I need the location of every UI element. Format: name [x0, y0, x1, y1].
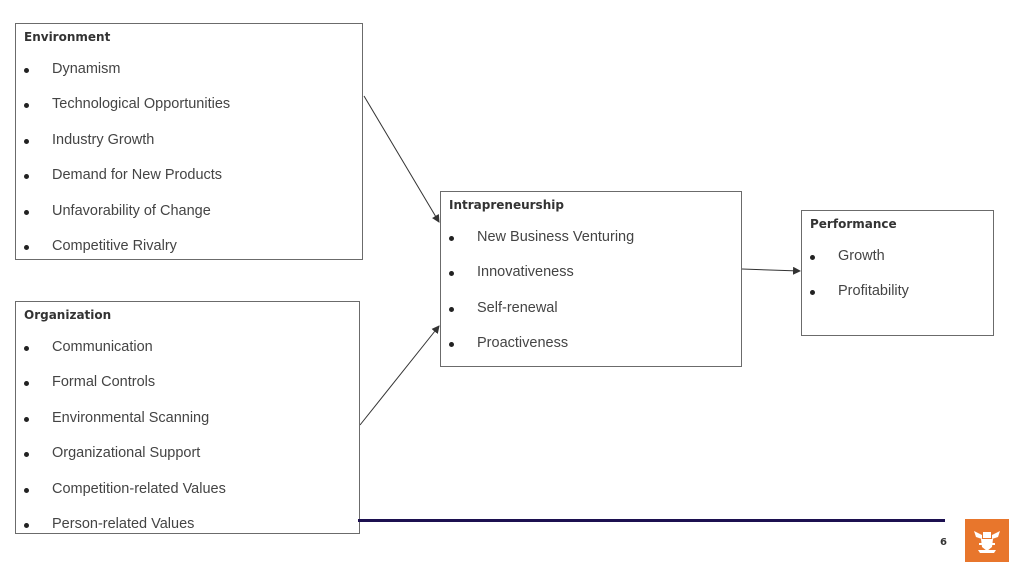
performance-title: Performance: [810, 217, 897, 231]
bullet-icon: [24, 488, 29, 493]
list-item-label: Proactiveness: [477, 335, 569, 351]
list-item: Proactiveness: [441, 334, 741, 356]
bullet-icon: [810, 290, 815, 295]
list-item: Growth: [802, 247, 993, 269]
intrapreneurship-box: Intrapreneurship New Business Venturing …: [440, 191, 742, 367]
footer-rule: [358, 519, 945, 522]
list-item-label: Dynamism: [52, 61, 121, 77]
list-item-label: Person-related Values: [52, 516, 195, 532]
list-item: Environmental Scanning: [16, 409, 359, 431]
bullet-icon: [449, 271, 454, 276]
organization-box: Organization Communication Formal Contro…: [15, 301, 360, 534]
bullet-icon: [24, 210, 29, 215]
list-item-label: Formal Controls: [52, 374, 156, 390]
list-item: Competitive Rivalry: [16, 237, 362, 259]
crest-graphic: [974, 531, 1000, 553]
list-item: Dynamism: [16, 60, 362, 82]
list-item: Organizational Support: [16, 444, 359, 466]
list-item-label: New Business Venturing: [477, 229, 635, 245]
list-item: Communication: [16, 338, 359, 360]
bullet-icon: [449, 342, 454, 347]
environment-title: Environment: [24, 30, 111, 44]
list-item-label: Growth: [838, 248, 885, 264]
list-item: Technological Opportunities: [16, 95, 362, 117]
list-item-label: Technological Opportunities: [52, 96, 231, 112]
list-item: Formal Controls: [16, 373, 359, 395]
bullet-icon: [24, 417, 29, 422]
bullet-icon: [449, 236, 454, 241]
list-item-label: Innovativeness: [477, 264, 574, 280]
bullet-icon: [24, 139, 29, 144]
list-item-label: Self-renewal: [477, 300, 558, 316]
bullet-icon: [24, 68, 29, 73]
list-item: Self-renewal: [441, 299, 741, 321]
list-item: New Business Venturing: [441, 228, 741, 250]
university-crest-icon: [965, 519, 1009, 562]
arrow-intrapreneurship-to-performance: [741, 266, 801, 275]
list-item: Competition-related Values: [16, 480, 359, 502]
list-item-label: Organizational Support: [52, 445, 201, 461]
organization-title: Organization: [24, 308, 112, 322]
list-item: Person-related Values: [16, 515, 359, 537]
list-item-label: Industry Growth: [52, 132, 155, 148]
list-item-label: Competitive Rivalry: [52, 238, 177, 254]
list-item-label: Unfavorability of Change: [52, 203, 211, 219]
bullet-icon: [24, 452, 29, 457]
bullet-icon: [24, 523, 29, 528]
environment-box: Environment Dynamism Technological Oppor…: [15, 23, 363, 260]
list-item: Innovativeness: [441, 263, 741, 285]
list-item-label: Environmental Scanning: [52, 410, 210, 426]
list-item: Profitability: [802, 282, 993, 304]
bullet-icon: [810, 255, 815, 260]
list-item: Demand for New Products: [16, 166, 362, 188]
list-item: Unfavorability of Change: [16, 202, 362, 224]
list-item-label: Profitability: [838, 283, 909, 299]
page-number: 6: [940, 537, 947, 548]
bullet-icon: [24, 381, 29, 386]
intrapreneurship-title: Intrapreneurship: [449, 198, 564, 212]
performance-box: Performance Growth Profitability: [801, 210, 994, 336]
list-item-label: Communication: [52, 339, 153, 355]
arrow-environment-to-intrapreneurship: [363, 95, 440, 223]
list-item: Industry Growth: [16, 131, 362, 153]
bullet-icon: [24, 346, 29, 351]
bullet-icon: [24, 245, 29, 250]
bullet-icon: [24, 103, 29, 108]
list-item-label: Demand for New Products: [52, 167, 223, 183]
bullet-icon: [24, 174, 29, 179]
bullet-icon: [449, 307, 454, 312]
arrow-organization-to-intrapreneurship: [359, 325, 440, 426]
list-item-label: Competition-related Values: [52, 481, 226, 497]
